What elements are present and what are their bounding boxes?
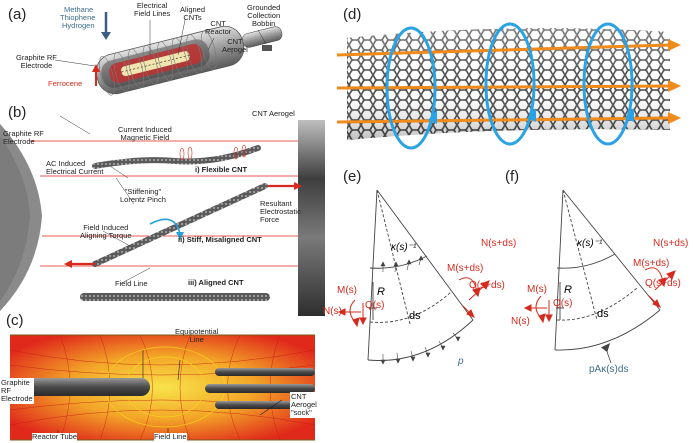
e-ds: ds (409, 310, 421, 322)
label-resultant-force: Resultant Electrostatic Force (260, 199, 301, 224)
f-kappa: κ(s)⁻¹ (577, 238, 603, 249)
panel-f-label: (f) (505, 168, 520, 185)
panel-e-label: (e) (343, 168, 362, 185)
e-kappa: κ(s)⁻¹ (391, 242, 417, 253)
panel-c: (c) Equipotential Line Graphite RF Elect… (0, 312, 325, 443)
f-Qs: Q(s) (553, 298, 573, 309)
e-Ms: M(s) (337, 285, 357, 296)
cnt-alignment-illustration (0, 115, 325, 316)
gas-hydrogen: Hydrogen (62, 22, 95, 30)
label-cnt-reactor: CNT Reactor (205, 19, 232, 36)
panel-a: (a) (0, 0, 300, 105)
cnt-magnetic-field-illustration (336, 22, 681, 150)
f-Nsds: N(s+ds) (653, 238, 689, 249)
field-simulation-illustration (9, 334, 316, 441)
gas-thiophene: Thiophene (60, 14, 95, 22)
f-Ns: N(s) (511, 316, 530, 327)
panel-e: (e) (323, 160, 517, 443)
panel-d: (d) (325, 0, 693, 160)
label-flexible-cnt: i) Flexible CNT (195, 165, 248, 174)
label-current-induced-field: Current Induced Magnetic Field (118, 125, 172, 142)
label-grounded-bobbin: Grounded Collection Bobbin (247, 3, 281, 28)
label-reactor-tube: Reactor Tube (32, 432, 78, 441)
f-ds: ds (597, 308, 609, 320)
label-c-field-line: Field Line (154, 432, 187, 441)
gas-methane: Methane (64, 6, 93, 14)
e-Qs: Q(s) (365, 300, 385, 311)
f-Ms: M(s) (527, 284, 547, 295)
shell-element-diagram-load (523, 189, 676, 364)
panel-a-label: (a) (8, 6, 27, 23)
label-ferrocene: Ferrocene (48, 79, 83, 88)
gas-hydrogen-text: Hydrogen (62, 21, 95, 30)
panel-c-label: (c) (6, 312, 24, 329)
f-R: R (564, 284, 572, 296)
label-stiffening: "Stiffening" Lorentz Pinch (120, 187, 166, 204)
label-aligned-cnt: iii) Aligned CNT (188, 278, 244, 287)
label-equipotential: Equipotential Line (175, 327, 219, 344)
panel-b: (b) CNT Aerogel Graphite RF Electrode Cu… (0, 104, 325, 316)
panel-b-label: (b) (8, 104, 27, 121)
label-ac-current: AC Induced Electrical Current (46, 159, 104, 176)
e-Ns: N(s) (323, 306, 342, 317)
gas-thiophene-text: Thiophene (60, 13, 96, 22)
label-graphite-electrode: Graphite RF Electrode (16, 53, 57, 70)
e-Nsds: N(s+ds) (481, 238, 517, 249)
f-Msds: M(s+ds) (633, 258, 670, 269)
label-c-aerogel-sock: CNT Aerogel "sock" (290, 392, 318, 418)
label-aligned-cnts: Aligned CNTs (180, 5, 206, 22)
label-c-graphite-electrode: Graphite RF Electrode (0, 378, 34, 404)
e-Qsds: Q(s+ds) (469, 280, 505, 291)
label-b-cnt-aerogel: CNT Aerogel (252, 109, 295, 118)
label-b-graphite-electrode: Graphite RF Electrode (3, 129, 44, 146)
e-p: p (458, 356, 464, 367)
f-Qsds: Q(s+ds) (645, 278, 681, 289)
cnt-reactor-illustration (54, 12, 283, 96)
f-load: pAκ(s)ds (589, 364, 629, 375)
e-Msds: M(s+ds) (447, 263, 484, 274)
panel-f: (f) κ(s)⁻¹ R ds M(s) (505, 160, 693, 443)
label-b-field-line: Field Line (115, 279, 148, 288)
shell-element-diagram-pressure (337, 189, 490, 365)
label-misaligned-cnt: ii) Stiff, Misaligned CNT (178, 235, 262, 244)
panel-d-label: (d) (343, 6, 362, 23)
label-aligning-torque: Field Induced Aligning Torque (80, 223, 132, 240)
label-cnt-aerogel: CNT Aerogel (222, 37, 248, 54)
gas-methane-text: Methane (64, 5, 94, 14)
label-electrical-field-lines: Electrical Field Lines (134, 1, 171, 18)
e-R: R (377, 286, 385, 298)
